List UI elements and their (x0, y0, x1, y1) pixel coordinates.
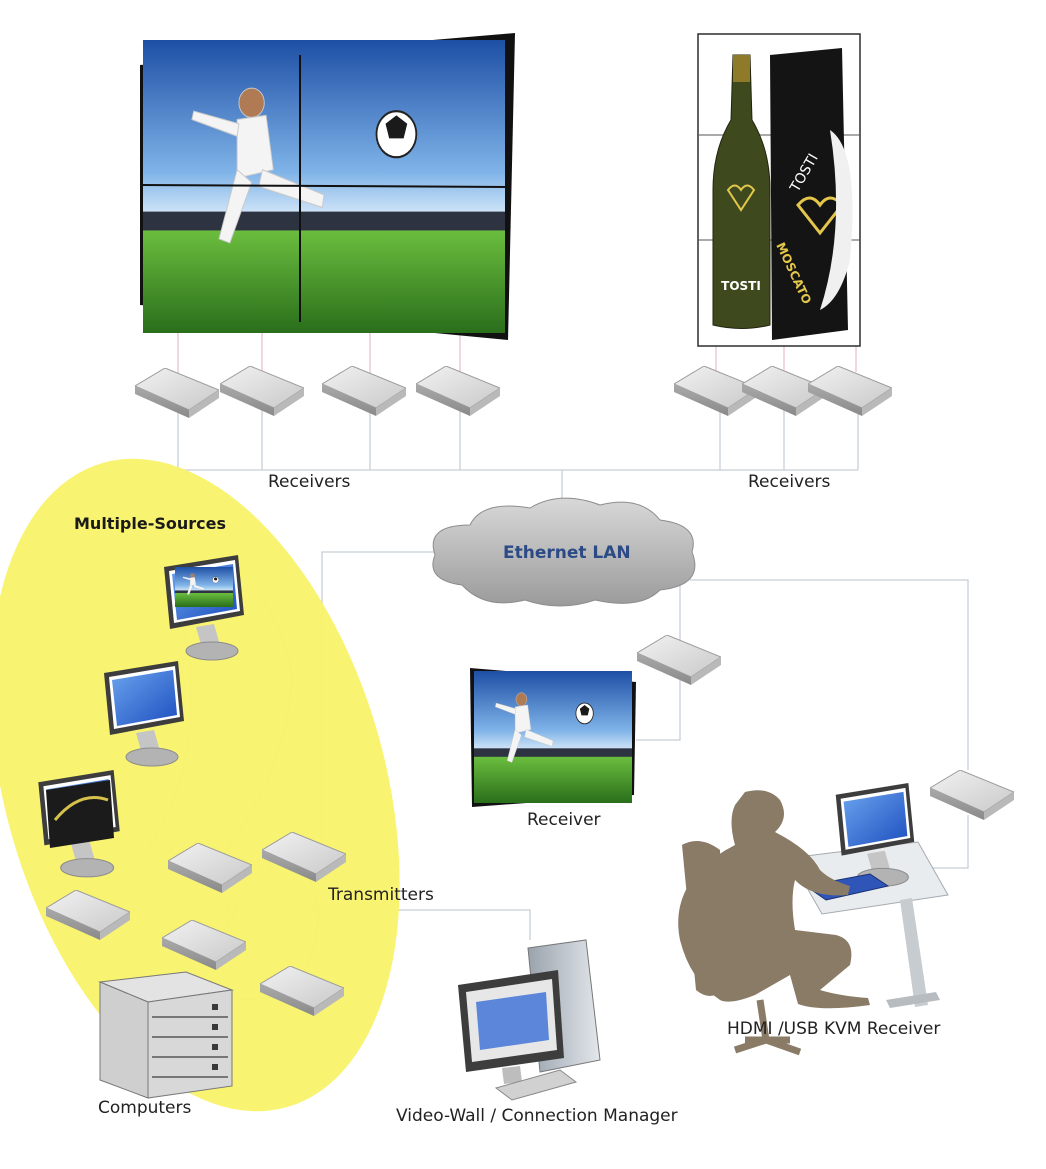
receivers-left-label: Receivers (268, 472, 351, 492)
receiver-display-icon (470, 668, 636, 807)
receiver-box-icon (808, 366, 892, 417)
receiver-box-icon (637, 635, 721, 686)
receiver-box-icon (322, 366, 406, 417)
computers-label: Computers (98, 1098, 192, 1118)
receivers-right-label: Receivers (748, 472, 831, 492)
connection-manager-label: Video-Wall / Connection Manager (396, 1106, 678, 1126)
desktop-pc-icon (458, 939, 601, 1101)
multiple-sources-label: Multiple-Sources (74, 514, 227, 533)
monitor-icon (37, 770, 121, 878)
receiver-box-icon (220, 366, 304, 417)
receiver-label: Receiver (527, 810, 601, 830)
server-rack-icon (98, 971, 234, 1099)
video-wall-sport-icon (140, 33, 515, 340)
receiver-box-icon (930, 770, 1014, 821)
transmitters-label: Transmitters (328, 885, 434, 905)
video-wall-bottle-icon: TOSTI TOSTI MOSCATO (697, 33, 861, 347)
receiver-box-icon (135, 368, 219, 419)
cloud-icon (432, 497, 696, 607)
receiver-box-icon (416, 366, 500, 417)
kvm-receiver-label: HDMI /USB KVM Receiver (727, 1019, 941, 1039)
ethernet-lan-label: Ethernet LAN (503, 543, 631, 563)
kvm-workstation-icon (678, 783, 949, 1056)
bottle-brand-text: TOSTI (721, 279, 761, 293)
source-zone (0, 458, 400, 1112)
